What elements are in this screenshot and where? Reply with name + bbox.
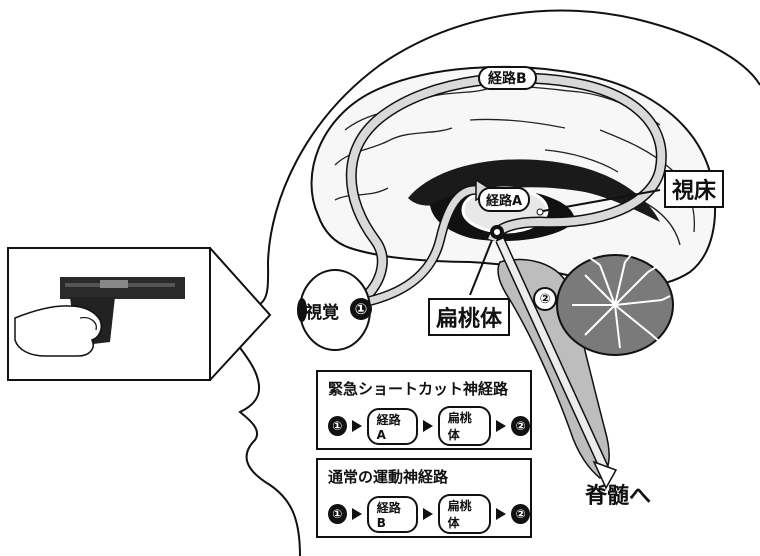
step-pill: 経路B: [367, 496, 418, 533]
spinal-number-badge: ②: [533, 287, 557, 311]
step-number: ②: [511, 416, 530, 436]
vision-text: 視覚: [305, 303, 339, 323]
panel-title: 緊急ショートカット神経路: [328, 378, 508, 399]
step-pill: 経路A: [367, 408, 418, 445]
arrow-right-icon: [423, 508, 433, 520]
step-number: ①: [328, 416, 347, 436]
panel-title: 通常の運動神経路: [328, 466, 448, 487]
pathway-sequence: ① 経路A 扁桃体 ②: [328, 406, 530, 446]
inset-pointer: [210, 248, 270, 380]
panel-normal-pathway: 通常の運動神経路 ① 経路B 扁桃体 ②: [316, 458, 532, 538]
label-spinal: 脊髄へ: [585, 478, 651, 510]
arrow-right-icon: [496, 508, 506, 520]
label-vision: 視覚: [305, 298, 339, 323]
step-number: ①: [328, 504, 347, 524]
cerebellum-icon: [557, 254, 673, 355]
hand-icon: [15, 306, 101, 356]
label-thalamus: 視床: [664, 170, 724, 208]
vision-number-badge: ①: [350, 298, 372, 320]
arrow-right-icon: [423, 420, 433, 432]
label-amygdala: 扁桃体: [428, 298, 510, 336]
arrow-right-icon: [496, 420, 506, 432]
step-pill: 扁桃体: [438, 406, 492, 446]
step-pill: 扁桃体: [438, 494, 492, 534]
panel-emergency-pathway: 緊急ショートカット神経路 ① 経路A 扁桃体 ②: [316, 370, 532, 450]
step-number: ②: [511, 504, 530, 524]
label-route-a: 経路A: [478, 187, 530, 212]
arrow-right-icon: [352, 420, 362, 432]
pathway-sequence: ① 経路B 扁桃体 ②: [328, 494, 530, 534]
label-route-b: 経路B: [478, 66, 537, 90]
arrow-right-icon: [352, 508, 362, 520]
